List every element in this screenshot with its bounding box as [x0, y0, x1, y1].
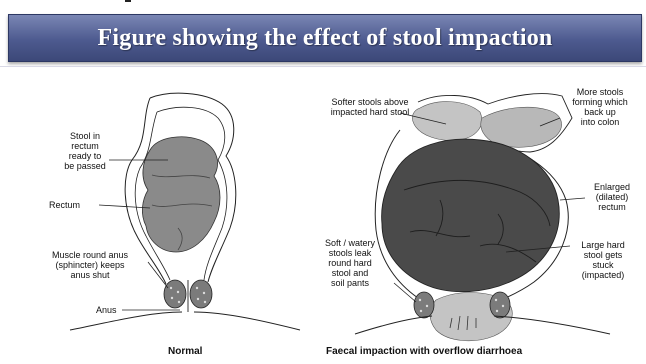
impaction-sphincter-right [490, 292, 510, 318]
label-stool-in-rectum: Stool in rectum ready to be passed [56, 131, 114, 171]
impacted-hard-stool [382, 139, 560, 292]
normal-stool [142, 137, 220, 252]
normal-sphincter-right [190, 280, 212, 308]
label-soft-watery-stools: Soft / watery stools leak round hard sto… [308, 238, 392, 288]
caption-normal: Normal [168, 346, 202, 357]
more-stools-colon [481, 107, 562, 147]
normal-sphincter-left [164, 280, 186, 308]
label-anus: Anus [96, 305, 117, 315]
label-rectum: Rectum [49, 200, 80, 210]
label-softer-stools: Softer stools above impacted hard stool [310, 97, 430, 117]
impaction-sphincter-left [414, 292, 434, 318]
impaction-rectum-illustration [355, 94, 610, 341]
label-large-hard-stool: Large hard stool gets stuck (impacted) [568, 240, 638, 280]
label-enlarged-rectum: Enlarged (dilated) rectum [584, 182, 640, 212]
caption-impaction: Faecal impaction with overflow diarrhoea [326, 346, 522, 357]
label-sphincter: Muscle round anus (sphincter) keeps anus… [31, 250, 149, 280]
label-more-stools: More stools forming which back up into c… [560, 87, 640, 127]
normal-rectum-illustration [70, 93, 300, 330]
